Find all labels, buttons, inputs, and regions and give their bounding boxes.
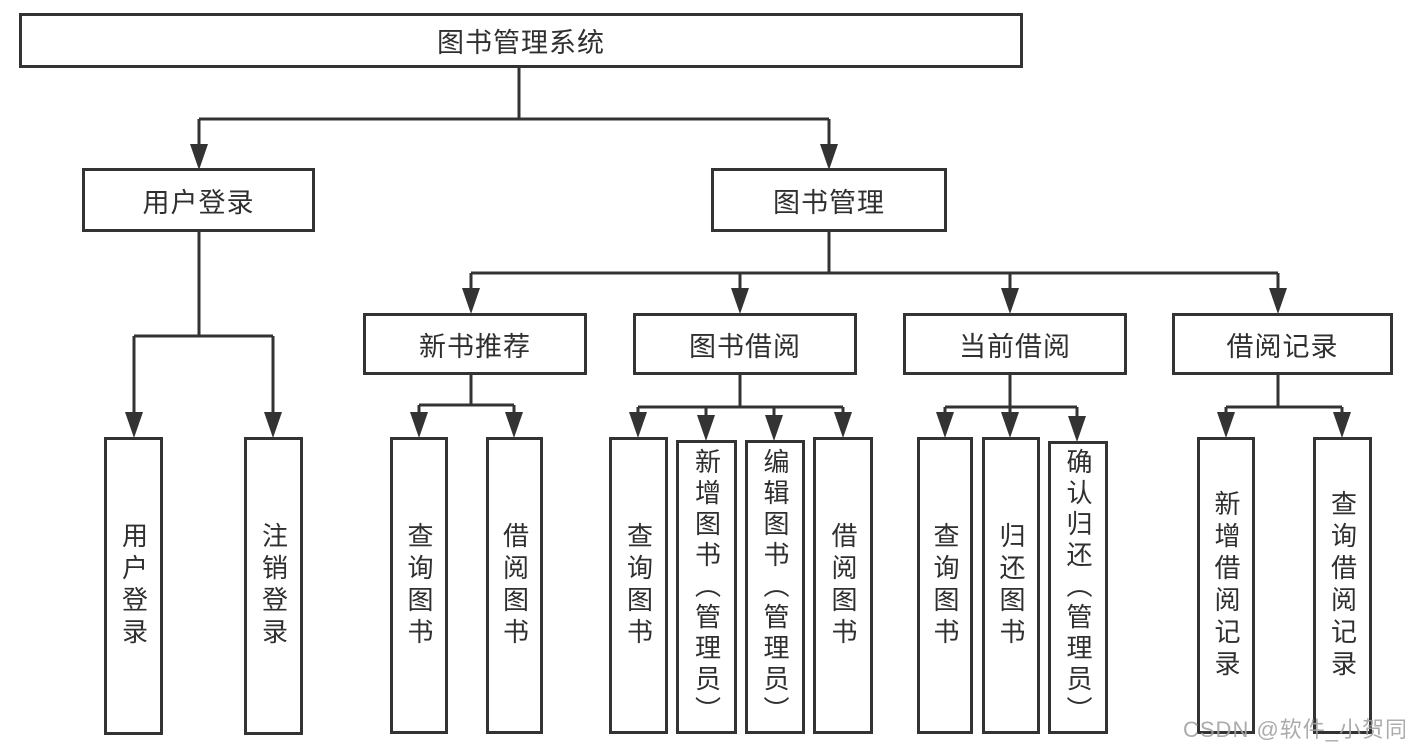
node-leaf-logout: 注销登录 — [244, 437, 303, 735]
node-leaf-add-books-admin: 新增图书（管理员） — [676, 440, 737, 734]
node-leaf-query-books-2: 查询图书 — [609, 437, 668, 734]
node-leaf-edit-books-admin: 编辑图书（管理员） — [745, 440, 805, 734]
node-leaf-query-books-3: 查询图书 — [917, 437, 973, 734]
arrowhead — [505, 412, 523, 438]
arrowheads — [125, 144, 1351, 442]
node-borrowing-records: 借阅记录 — [1172, 313, 1393, 375]
arrowhead — [462, 288, 480, 314]
arrowhead — [1333, 412, 1351, 438]
arrowhead — [410, 412, 428, 438]
arrowhead — [765, 415, 783, 441]
node-leaf-query-books-1: 查询图书 — [390, 437, 448, 734]
arrowhead — [1269, 288, 1287, 314]
node-user-login: 用户登录 — [82, 168, 315, 232]
connector-book-mgmt-fork — [469, 232, 1280, 294]
arrowhead — [731, 288, 749, 314]
connector-user-login-fork — [132, 232, 275, 416]
connector-borrow-records-fork — [1224, 375, 1344, 416]
arrowhead — [190, 144, 208, 170]
node-leaf-return-books: 归还图书 — [982, 437, 1040, 734]
arrowhead — [1001, 412, 1019, 438]
arrowhead — [820, 144, 838, 170]
node-leaf-borrow-books-1: 借阅图书 — [486, 437, 543, 734]
node-current-borrowing: 当前借阅 — [903, 313, 1127, 375]
node-leaf-add-borrow-record: 新增借阅记录 — [1197, 437, 1255, 734]
arrowhead — [697, 415, 715, 441]
node-new-book-recommend: 新书推荐 — [363, 313, 587, 375]
connector-root-stem — [197, 68, 831, 150]
arrowhead — [834, 412, 852, 438]
node-library-management-system: 图书管理系统 — [19, 13, 1023, 68]
arrowhead — [1068, 416, 1086, 442]
node-leaf-confirm-return-admin: 确认归还（管理员） — [1048, 441, 1108, 734]
arrowhead — [936, 412, 954, 438]
arrowhead — [125, 412, 143, 438]
arrowhead — [1217, 412, 1235, 438]
connector-current-borrow-fork — [943, 375, 1079, 419]
arrowhead — [629, 412, 647, 438]
node-book-borrowing: 图书借阅 — [633, 313, 857, 375]
node-book-management: 图书管理 — [711, 168, 947, 232]
node-leaf-user-login: 用户登录 — [104, 437, 163, 735]
connector-new-book-fork — [417, 375, 516, 416]
csdn-watermark: CSDN @软件_小贺同学 — [1183, 717, 1405, 742]
arrowhead — [264, 412, 282, 438]
connector-book-borrow-fork — [636, 375, 845, 418]
node-leaf-borrow-books-2: 借阅图书 — [813, 437, 873, 734]
node-leaf-query-borrow-record: 查询借阅记录 — [1313, 437, 1372, 734]
arrowhead — [1001, 288, 1019, 314]
